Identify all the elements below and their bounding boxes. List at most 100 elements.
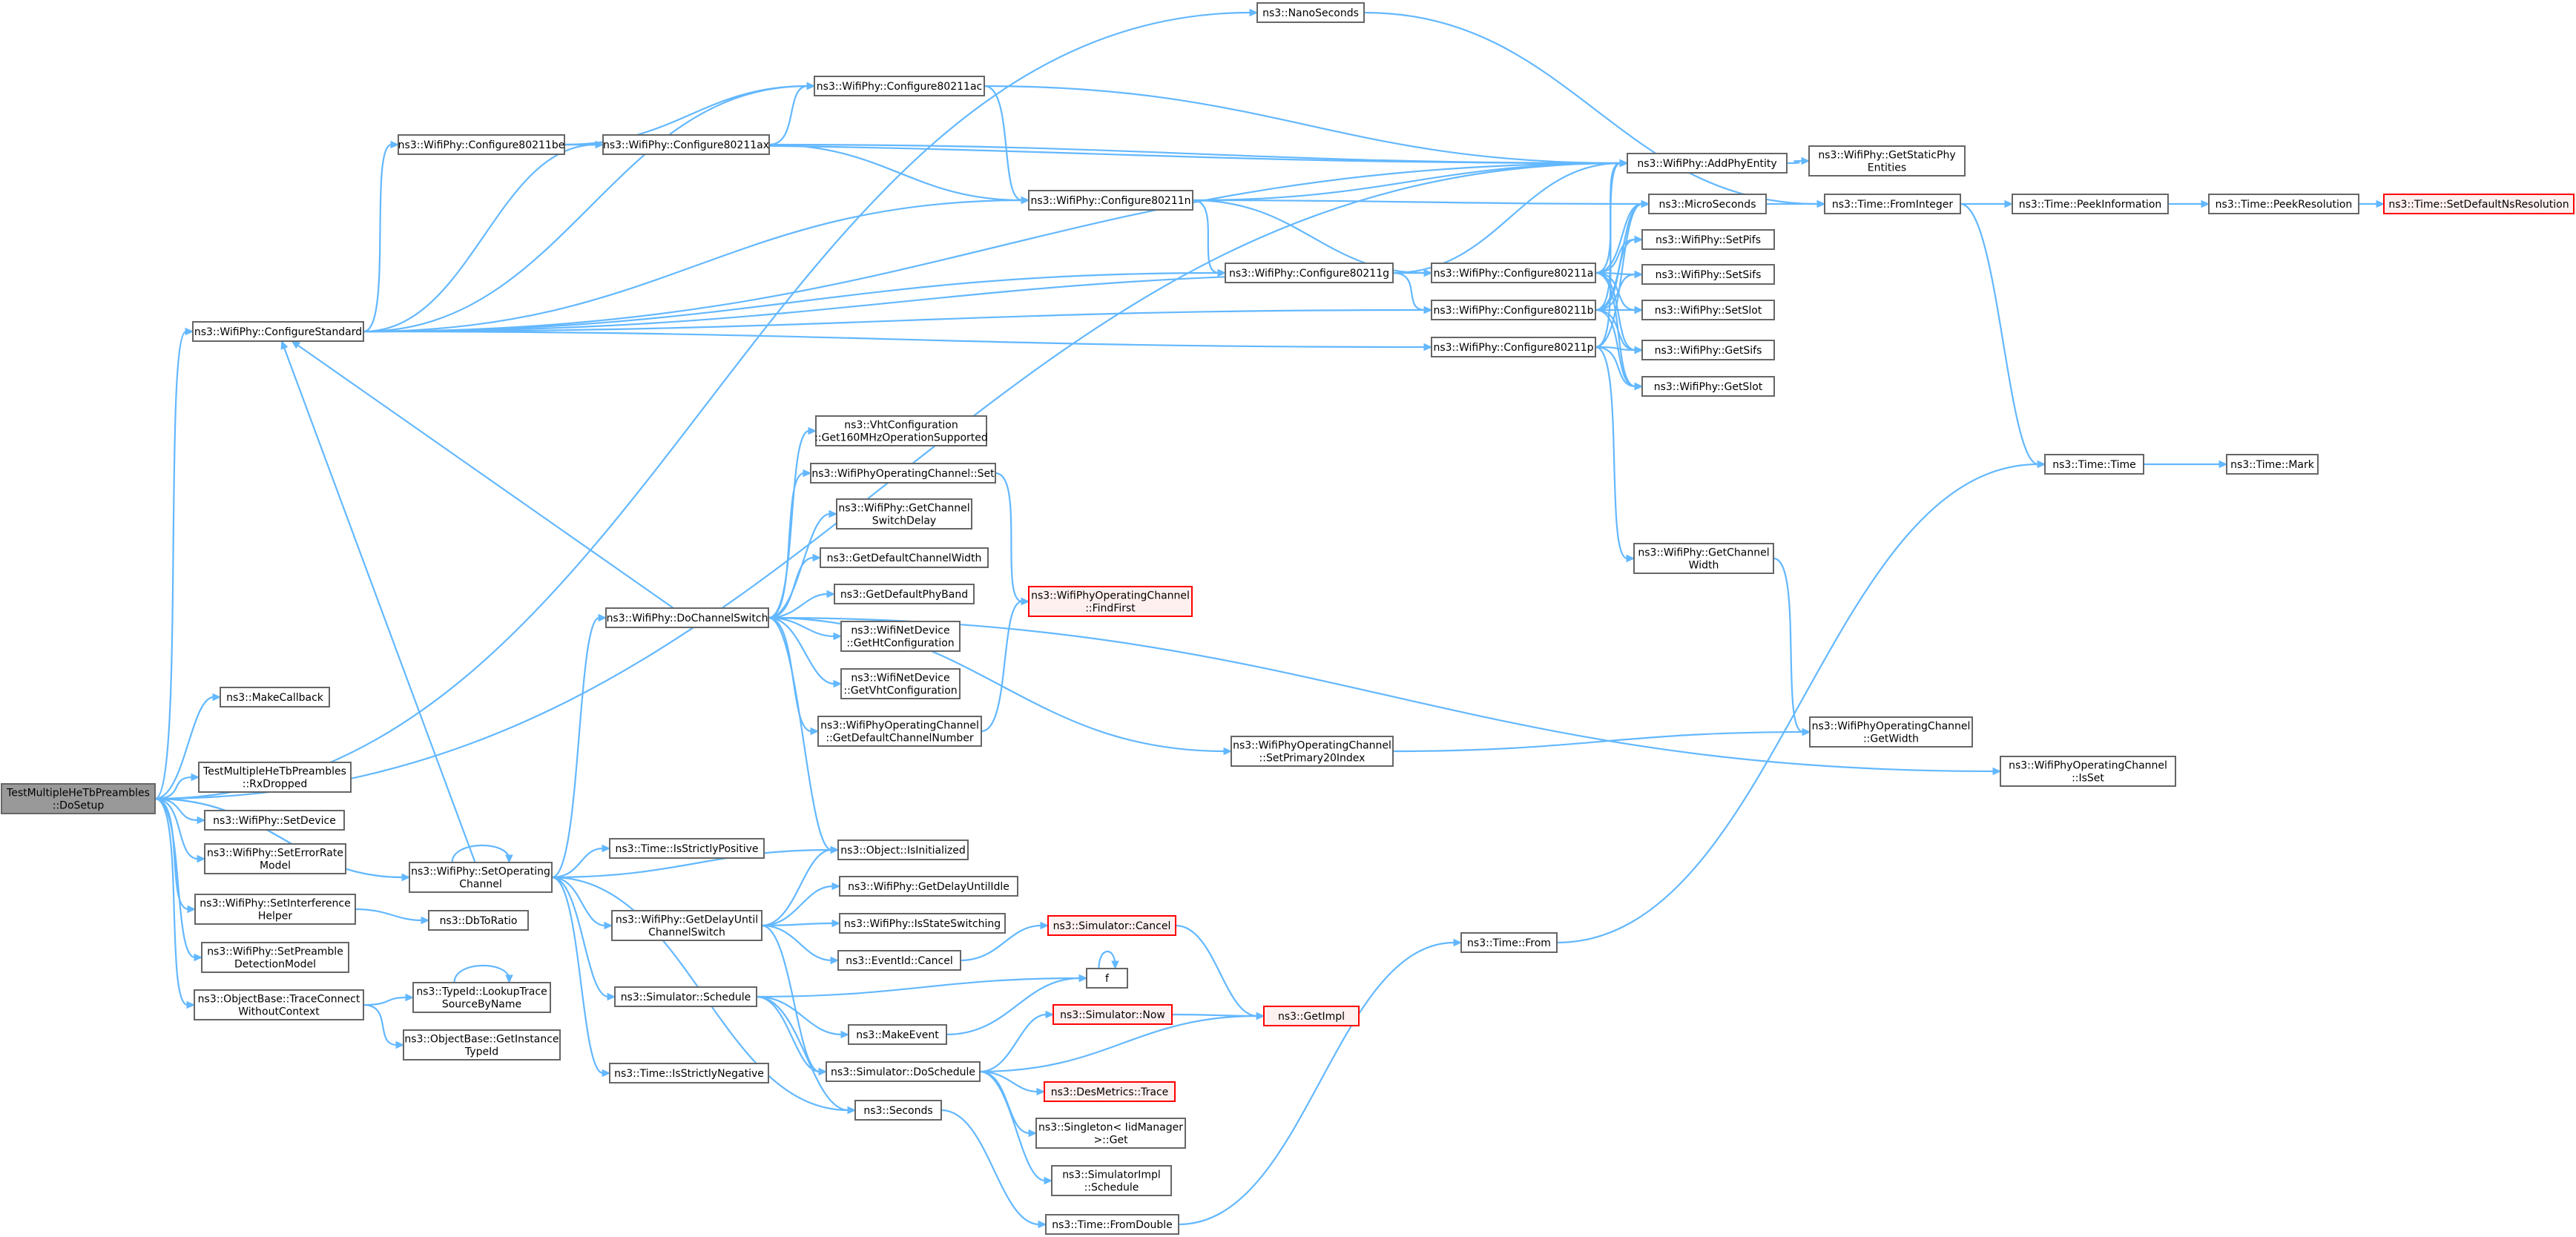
node-box[interactable]: [1641, 229, 1775, 250]
node-box[interactable]: [1641, 376, 1775, 397]
node-box[interactable]: [605, 607, 769, 628]
node-nanosec[interactable]: ns3::NanoSeconds: [1256, 2, 1365, 23]
node-box[interactable]: [194, 894, 356, 925]
node-box[interactable]: [1641, 340, 1775, 360]
node-box[interactable]: [2000, 756, 2176, 787]
node-box[interactable]: [614, 986, 757, 1007]
node-box[interactable]: [398, 134, 565, 155]
node-box[interactable]: [403, 1029, 561, 1060]
node-time[interactable]: ns3::Time::Time: [2044, 454, 2144, 475]
node-box[interactable]: [1431, 337, 1596, 357]
node-getdefchannum[interactable]: ns3::WifiPhyOperatingChannel::GetDefault…: [817, 716, 982, 747]
node-cfgbe[interactable]: ns3::WifiPhy::Configure80211be: [398, 134, 565, 155]
node-findfirst[interactable]: ns3::WifiPhyOperatingChannel::FindFirst: [1028, 586, 1193, 617]
node-box[interactable]: [1809, 716, 1973, 748]
node-opchanset[interactable]: ns3::WifiPhyOperatingChannel::Set: [810, 463, 996, 484]
node-box[interactable]: [1256, 2, 1365, 23]
node-box[interactable]: [2012, 194, 2169, 214]
node-box[interactable]: [204, 810, 345, 831]
node-setpifs[interactable]: ns3::WifiPhy::SetPifs: [1641, 229, 1775, 250]
node-box[interactable]: [848, 1024, 947, 1045]
node-box[interactable]: [836, 498, 972, 530]
node-sched[interactable]: ns3::Simulator::Schedule: [614, 986, 757, 1007]
node-timefrom[interactable]: ns3::Time::From: [1460, 932, 1558, 953]
node-box[interactable]: [1231, 736, 1394, 767]
node-cfgax[interactable]: ns3::WifiPhy::Configure80211ax: [602, 134, 770, 155]
node-box[interactable]: [854, 1100, 942, 1121]
node-box[interactable]: [839, 876, 1018, 897]
node-getdefphyband[interactable]: ns3::GetDefaultPhyBand: [834, 584, 975, 604]
node-box[interactable]: [1028, 190, 1193, 211]
node-box[interactable]: [1627, 153, 1788, 174]
node-setdevice[interactable]: ns3::WifiPhy::SetDevice: [204, 810, 345, 831]
node-box[interactable]: [810, 463, 996, 484]
node-setprimary20[interactable]: ns3::WifiPhyOperatingChannel::SetPrimary…: [1231, 736, 1394, 767]
node-getwidth[interactable]: ns3::WifiPhyOperatingChannel::GetWidth: [1809, 716, 1973, 748]
node-box[interactable]: [817, 716, 982, 747]
node-simimplsched[interactable]: ns3::SimulatorImpl::Schedule: [1051, 1165, 1172, 1196]
node-isstrictpos[interactable]: ns3::Time::IsStrictlyPositive: [609, 838, 765, 859]
node-singleton[interactable]: ns3::Singleton< IidManager>::Get: [1035, 1118, 1186, 1149]
node-cfgac[interactable]: ns3::WifiPhy::Configure80211ac: [814, 76, 985, 96]
node-box[interactable]: [837, 950, 961, 971]
node-getslot[interactable]: ns3::WifiPhy::GetSlot: [1641, 376, 1775, 397]
node-isset[interactable]: ns3::WifiPhyOperatingChannel::IsSet: [2000, 756, 2176, 787]
node-box[interactable]: [1633, 543, 1774, 574]
node-makecb[interactable]: ns3::MakeCallback: [220, 687, 330, 707]
node-box[interactable]: [602, 134, 770, 155]
node-box[interactable]: [192, 321, 364, 342]
node-getsifs[interactable]: ns3::WifiPhy::GetSifs: [1641, 340, 1775, 360]
node-cfgn[interactable]: ns3::WifiPhy::Configure80211n: [1028, 190, 1193, 211]
node-getdelayidle[interactable]: ns3::WifiPhy::GetDelayUntilIdle: [839, 876, 1018, 897]
node-box[interactable]: [1044, 1081, 1176, 1102]
node-getdefchanwidth[interactable]: ns3::GetDefaultChannelWidth: [820, 547, 989, 568]
node-dosetup[interactable]: TestMultipleHeTbPreambles::DoSetup: [1, 783, 156, 814]
node-box[interactable]: [1263, 1006, 1360, 1026]
node-box[interactable]: [609, 1063, 769, 1083]
node-box[interactable]: [1, 783, 156, 814]
node-mark[interactable]: ns3::Time::Mark: [2226, 454, 2319, 475]
node-box[interactable]: [1035, 1118, 1186, 1149]
node-box[interactable]: [1086, 968, 1128, 989]
node-simnow[interactable]: ns3::Simulator::Now: [1053, 1004, 1173, 1025]
node-box[interactable]: [428, 910, 529, 931]
node-box[interactable]: [2208, 194, 2359, 214]
node-box[interactable]: [834, 584, 975, 604]
node-box[interactable]: [204, 843, 346, 874]
node-box[interactable]: [1641, 300, 1775, 320]
node-box[interactable]: [1808, 145, 1966, 177]
node-box[interactable]: [1053, 1004, 1173, 1025]
node-box[interactable]: [837, 839, 969, 860]
node-traceconnect[interactable]: ns3::ObjectBase::TraceConnectWithoutCont…: [194, 989, 364, 1020]
node-box[interactable]: [814, 76, 985, 96]
node-simcancel[interactable]: ns3::Simulator::Cancel: [1047, 915, 1176, 936]
node-isstrictneg[interactable]: ns3::Time::IsStrictlyNegative: [609, 1063, 769, 1083]
node-microsec[interactable]: ns3::MicroSeconds: [1648, 194, 1767, 214]
node-cfgg[interactable]: ns3::WifiPhy::Configure80211g: [1225, 263, 1394, 283]
node-eventcancel[interactable]: ns3::EventId::Cancel: [837, 950, 961, 971]
node-setdefns[interactable]: ns3::Time::SetDefaultNsResolution: [2383, 194, 2575, 214]
node-fromdouble[interactable]: ns3::Time::FromDouble: [1045, 1214, 1179, 1235]
node-box[interactable]: [1047, 915, 1176, 936]
node-gethtcfg[interactable]: ns3::WifiNetDevice::GetHtConfiguration: [840, 621, 961, 652]
node-box[interactable]: [1648, 194, 1767, 214]
node-box[interactable]: [1824, 194, 1961, 214]
node-box[interactable]: [1431, 263, 1596, 283]
node-rxdropped[interactable]: TestMultipleHeTbPreambles::RxDropped: [198, 762, 352, 793]
node-box[interactable]: [1045, 1214, 1179, 1235]
node-vhtcfg[interactable]: ns3::VhtConfiguration::Get160MHzOperatio…: [814, 415, 988, 446]
node-box[interactable]: [1460, 932, 1558, 953]
node-makeevent[interactable]: ns3::MakeEvent: [848, 1024, 947, 1045]
node-box[interactable]: [1431, 300, 1596, 320]
node-box[interactable]: [609, 838, 765, 859]
node-box[interactable]: [1051, 1165, 1172, 1196]
node-box[interactable]: [1641, 264, 1775, 285]
node-isstateswitch[interactable]: ns3::WifiPhy::IsStateSwitching: [839, 913, 1006, 934]
node-box[interactable]: [815, 415, 987, 446]
node-getvhtcfg[interactable]: ns3::WifiNetDevice::GetVhtConfiguration: [840, 668, 961, 699]
